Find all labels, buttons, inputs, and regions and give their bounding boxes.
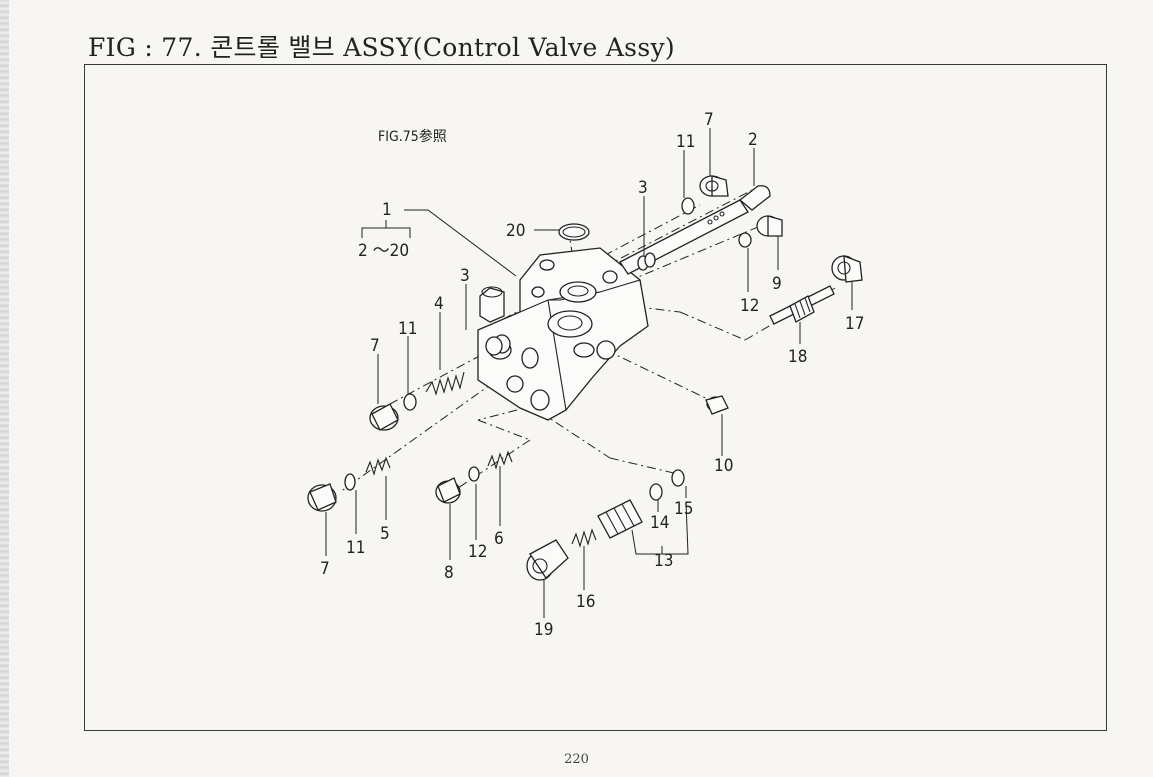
callout-8: 8 — [444, 563, 454, 583]
o-ring-part-11-top — [681, 197, 695, 215]
callout-19: 19 — [534, 620, 553, 640]
callout-6: 6 — [494, 529, 504, 549]
spring-part-16 — [571, 528, 597, 548]
callout-11-top: 11 — [676, 132, 695, 152]
callout-3-left: 3 — [460, 266, 470, 286]
leader-lines — [325, 128, 853, 618]
callout-13: 13 — [654, 551, 673, 571]
callout-17: 17 — [845, 314, 864, 334]
plug-part-7-left — [369, 403, 399, 431]
o-ring-part-20 — [558, 223, 590, 241]
callout-7-top: 7 — [704, 110, 714, 130]
callout-1: 1 — [382, 200, 392, 220]
callout-20: 20 — [506, 221, 525, 241]
plug-part-19 — [526, 539, 569, 581]
diagram-frame — [84, 64, 1107, 731]
callout-2: 2 — [748, 130, 758, 150]
plug-part-17 — [831, 255, 863, 283]
o-ring-part-3-top — [637, 252, 656, 271]
figure-title: FIG : 77. 콘트롤 밸브 ASSY(Control Valve Assy… — [88, 33, 675, 62]
page-number: 220 — [564, 752, 589, 767]
callout-range-2-20: 2 ～20 — [358, 241, 409, 261]
o-ring-part-12-lower — [468, 466, 480, 482]
callout-7-left: 7 — [370, 336, 380, 356]
plug-part-10 — [705, 395, 729, 415]
callout-15: 15 — [674, 499, 693, 519]
callout-7-lower: 7 — [320, 559, 330, 579]
callout-18: 18 — [788, 347, 807, 367]
o-ring-part-15 — [671, 469, 685, 487]
callout-9: 9 — [772, 274, 782, 294]
callout-12-lower: 12 — [468, 542, 487, 562]
spool-part-18 — [769, 285, 835, 325]
piston-part-3-left — [485, 334, 511, 356]
callout-3-top: 3 — [638, 178, 648, 198]
callout-11-left: 11 — [398, 319, 417, 339]
callout-12-top: 12 — [740, 296, 759, 316]
o-ring-part-11-lower — [344, 473, 356, 491]
spring-part-5 — [365, 456, 391, 476]
reference-note: FIG.75参照 — [378, 128, 447, 145]
spring-part-6 — [487, 450, 513, 470]
o-ring-part-14 — [649, 483, 663, 501]
valve-body-part-1 — [477, 247, 649, 421]
callout-4: 4 — [434, 294, 444, 314]
binding-edge — [0, 0, 9, 777]
o-ring-part-11-left — [403, 393, 417, 411]
callout-16: 16 — [576, 592, 595, 612]
plug-part-8 — [435, 477, 461, 504]
o-ring-part-12-top — [738, 232, 752, 248]
callout-11-lower: 11 — [346, 538, 365, 558]
spring-part-4 — [425, 371, 465, 396]
callout-10: 10 — [714, 456, 733, 476]
callout-5: 5 — [380, 524, 390, 544]
plug-part-7-top — [699, 175, 729, 197]
plug-part-7-lower — [307, 483, 337, 512]
plug-part-9 — [756, 215, 783, 237]
poppet-part-13 — [597, 499, 643, 539]
callout-14: 14 — [650, 513, 669, 533]
